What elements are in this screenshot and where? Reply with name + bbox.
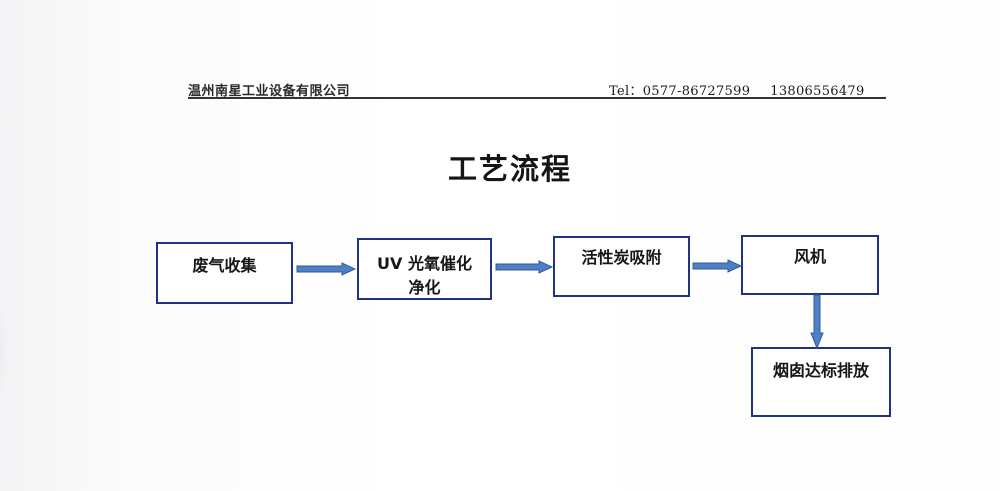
phone-landline: 0577-86727599 bbox=[642, 84, 751, 99]
flow-step-chimney-discharge: 烟囱达标排放 bbox=[751, 347, 891, 417]
step-label-line1: UV 光氧催化 bbox=[377, 254, 472, 273]
arrow-right-icon bbox=[692, 259, 743, 273]
header-underline bbox=[188, 97, 886, 99]
arrow-right-icon bbox=[495, 260, 554, 274]
step-label: 风机 bbox=[793, 247, 826, 266]
flow-step-uv-photocatalytic: UV 光氧催化净化 bbox=[357, 238, 492, 300]
phone-mobile: 13806556479 bbox=[770, 84, 865, 99]
page-title: 工艺流程 bbox=[448, 152, 573, 186]
contact-phones: Tel：0577-86727599 13806556479 bbox=[609, 80, 865, 99]
step-label: 活性炭吸附 bbox=[581, 248, 662, 267]
arrow-right-icon bbox=[296, 262, 357, 276]
flow-step-activated-carbon: 活性炭吸附 bbox=[553, 236, 690, 297]
tel-label: Tel： bbox=[609, 84, 643, 99]
flow-step-waste-gas-collection: 废气收集 bbox=[156, 242, 293, 304]
step-label-line2: 净化 bbox=[408, 278, 441, 297]
photo-edge-shadow bbox=[0, 270, 10, 430]
flow-step-fan: 风机 bbox=[741, 235, 879, 295]
step-label: 废气收集 bbox=[192, 256, 257, 275]
step-label: 烟囱达标排放 bbox=[772, 361, 869, 380]
company-name: 温州南星工业设备有限公司 bbox=[188, 84, 351, 99]
arrow-down-icon bbox=[810, 294, 824, 350]
step-label: UV 光氧催化净化 bbox=[359, 240, 490, 300]
